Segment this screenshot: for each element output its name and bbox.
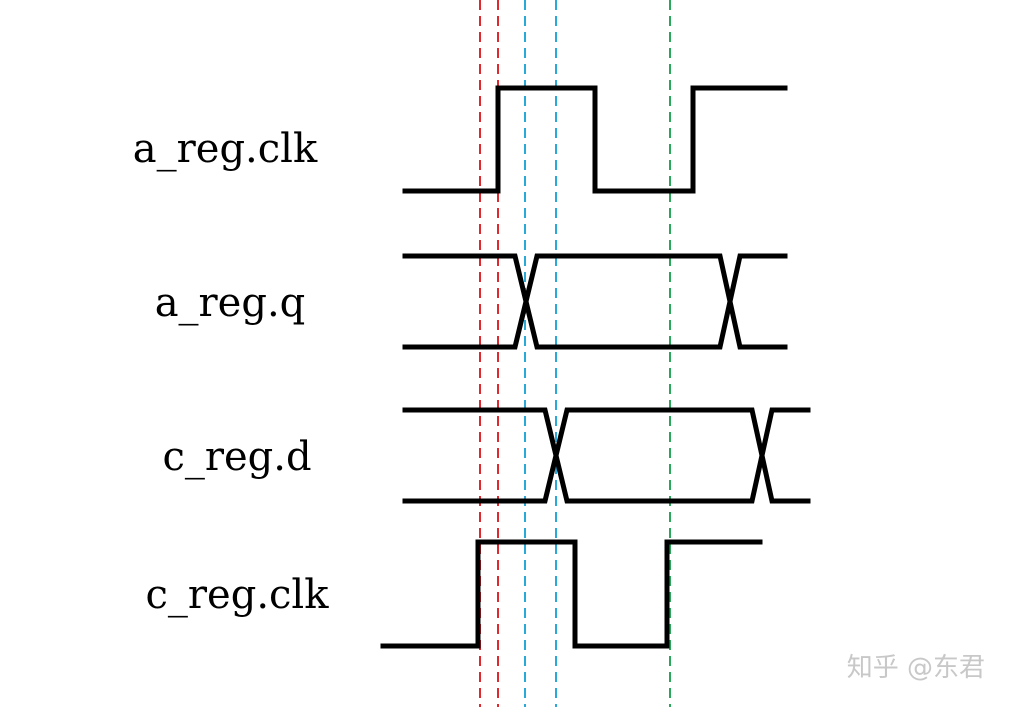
signal-label-c-reg-d: c_reg.d: [162, 434, 311, 480]
signal-label-a-reg-q: a_reg.q: [155, 280, 306, 326]
waveform-c-reg-d-bottom: [402, 407, 811, 504]
waveform-a-reg-q-top: [402, 253, 788, 350]
watermark: 知乎 @东君: [847, 653, 985, 683]
waveform-a-reg-clk: [402, 85, 788, 194]
signal-label-c-reg-clk: c_reg.clk: [146, 572, 330, 618]
waveform-a-reg-q-bottom: [402, 253, 788, 350]
waveform-c-reg-clk: [380, 539, 763, 649]
waveform-c-reg-d-top: [402, 407, 811, 504]
signal-label-a-reg-clk: a_reg.clk: [133, 126, 318, 172]
